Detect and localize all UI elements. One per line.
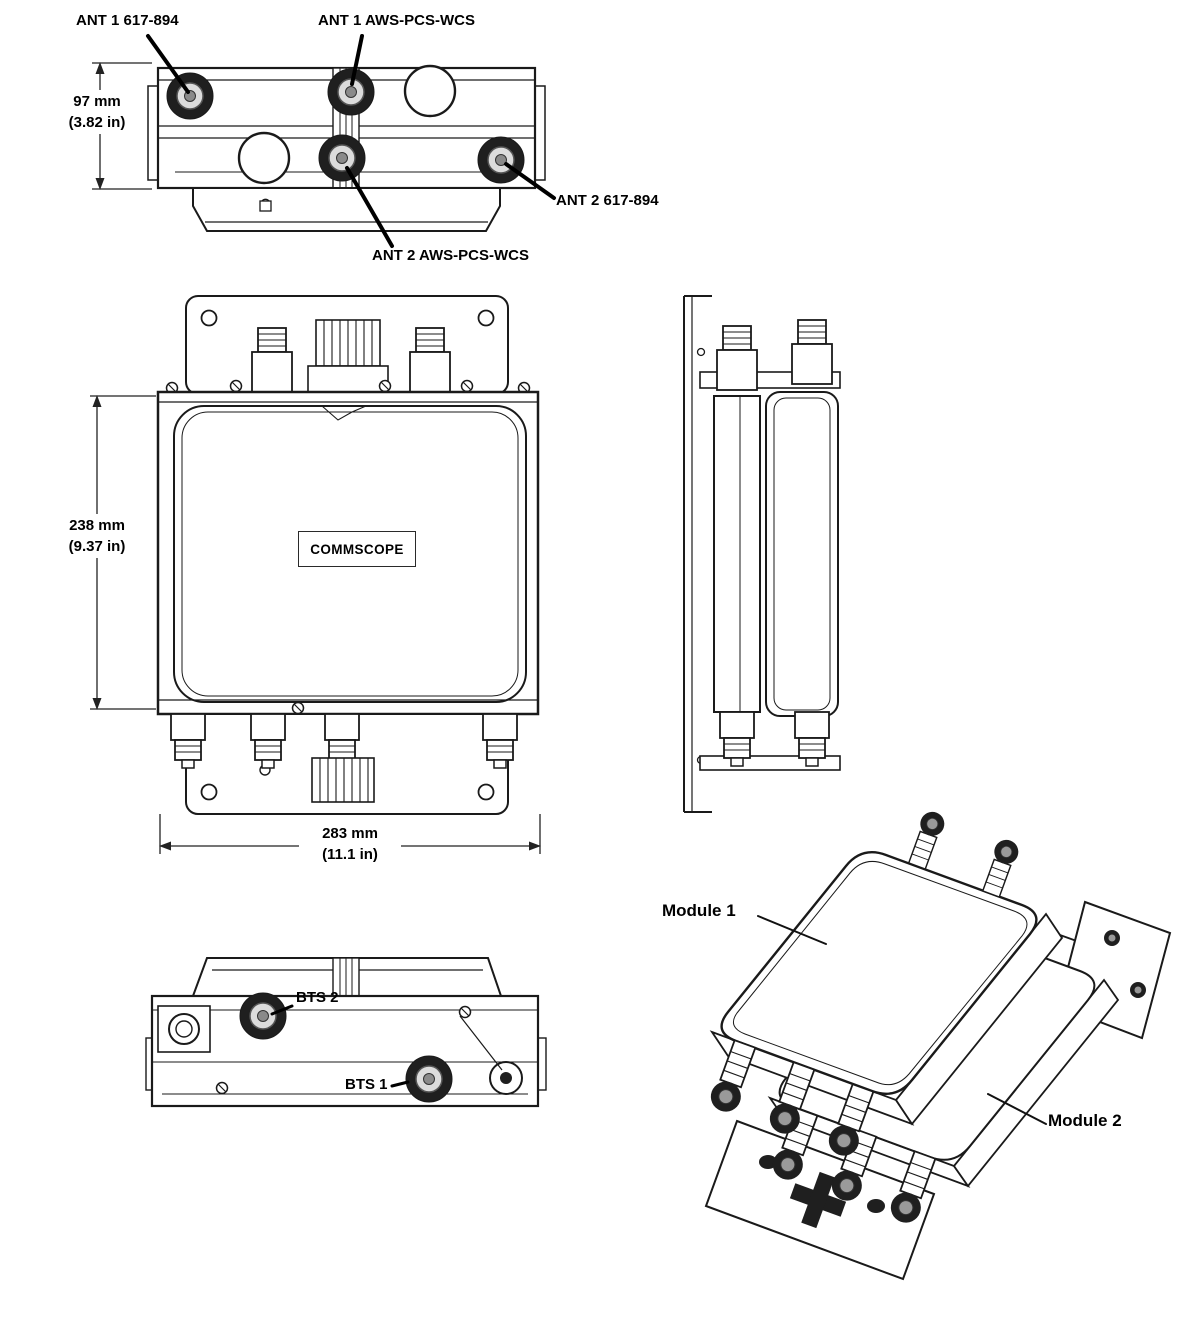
mount-hole xyxy=(200,309,218,327)
side-bottom-connector xyxy=(719,711,755,767)
dimension-283mm: 283 mm (11.1 in) xyxy=(299,822,401,866)
label-module2: Module 2 xyxy=(1048,1111,1122,1130)
bottom-grooved-connector xyxy=(311,757,375,803)
ant2-aws-pcs-wcs-connector xyxy=(318,134,366,182)
iso-top-connector xyxy=(979,835,1023,899)
bottom-view xyxy=(145,957,547,1108)
top-connector-stub xyxy=(251,327,293,393)
leader-lines-modules xyxy=(757,915,1047,1125)
dimension-283mm-inches: (11.1 in) xyxy=(322,846,378,863)
top-view xyxy=(147,64,546,232)
label-bts1: BTS 1 xyxy=(345,1076,388,1093)
bts2-connector xyxy=(239,992,287,1040)
commscope-nameplate: COMMSCOPE xyxy=(298,531,416,567)
dimension-238mm-value: 238 mm xyxy=(69,517,125,534)
label-ant1-617-894: ANT 1 617-894 xyxy=(76,12,179,29)
mount-hole xyxy=(200,783,218,801)
top-grooved-connector xyxy=(307,319,389,393)
top-connector-stub xyxy=(409,327,451,393)
dimension-97mm: 97 mm (3.82 in) xyxy=(48,90,146,134)
top-port-hole-1 xyxy=(403,64,457,118)
label-module1: Module 1 xyxy=(662,901,736,920)
ant2-617-894-connector xyxy=(477,136,525,184)
ant1-617-894-connector xyxy=(166,72,214,120)
label-ant1-aws-pcs-wcs: ANT 1 AWS-PCS-WCS xyxy=(318,12,475,29)
dimension-238mm: 238 mm (9.37 in) xyxy=(44,514,150,558)
bottom-connector-stub xyxy=(170,713,206,769)
dimension-238mm-inches: (9.37 in) xyxy=(68,538,126,555)
ant1-aws-pcs-wcs-connector xyxy=(327,68,375,116)
label-ant2-617-894: ANT 2 617-894 xyxy=(556,192,659,209)
side-top-connector xyxy=(791,319,833,385)
label-bts2: BTS 2 xyxy=(296,989,339,1006)
bottom-connector-stub xyxy=(250,713,286,769)
side-view xyxy=(683,295,841,813)
bts1-connector xyxy=(405,1055,453,1103)
side-bottom-connector xyxy=(794,711,830,767)
top-port-hole-2 xyxy=(237,131,291,185)
dimension-97mm-inches: (3.82 in) xyxy=(68,114,126,131)
leader-lines-top xyxy=(146,34,556,248)
dimension-283mm-value: 283 mm xyxy=(322,825,378,842)
leader-lines-bottom xyxy=(270,1004,410,1088)
mount-hole xyxy=(477,309,495,327)
iso-connector xyxy=(705,1037,760,1117)
mount-hole xyxy=(477,783,495,801)
bottom-connector-stub xyxy=(482,713,518,769)
isometric-view xyxy=(704,807,1172,1281)
iso-module1-body xyxy=(720,851,1038,1095)
label-ant2-aws-pcs-wcs: ANT 2 AWS-PCS-WCS xyxy=(372,247,529,264)
dimension-97mm-value: 97 mm xyxy=(73,93,121,110)
side-top-connector xyxy=(716,325,758,391)
iso-top-connector xyxy=(905,807,949,871)
